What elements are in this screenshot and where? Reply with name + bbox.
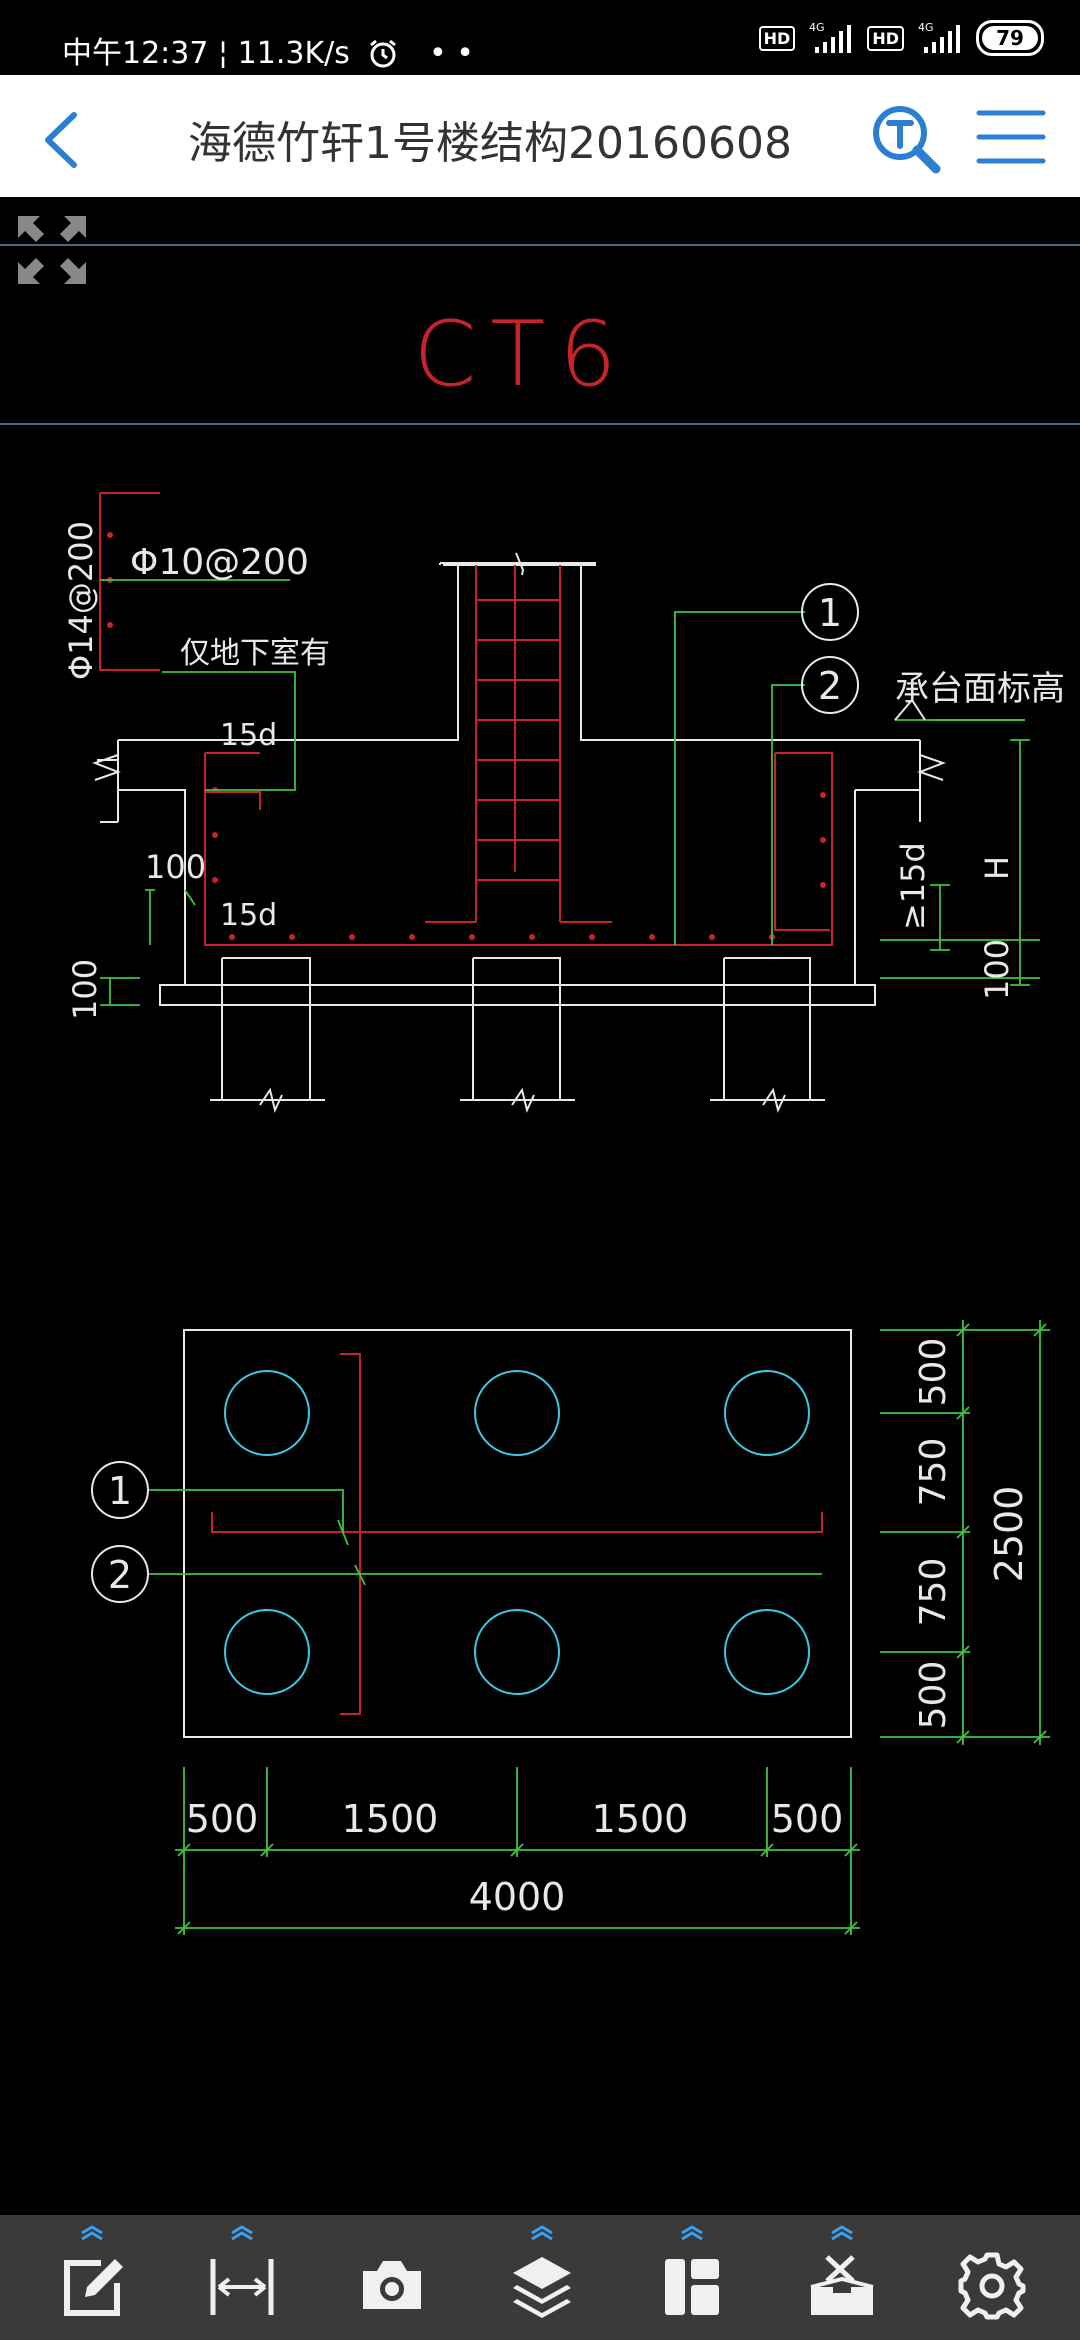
dim-total-x: 4000 <box>469 1875 566 1919</box>
status-bar: 中午12:37 ¦ 11.3K/s • • HD 4G HD 4G 79 <box>0 0 1080 75</box>
plan-callout-1: 1 <box>108 1469 132 1513</box>
svg-text:4G: 4G <box>918 21 934 34</box>
app-header: 海德竹轩1号楼结构20160608 <box>0 75 1080 197</box>
anchor-bottom-label: 15d <box>220 898 277 933</box>
status-left: 中午12:37 ¦ 11.3K/s • • <box>62 36 474 71</box>
battery-level: 79 <box>996 26 1024 50</box>
dim-bottom-1: 1500 <box>342 1797 439 1841</box>
callout-1: 1 <box>818 591 842 635</box>
measure-tool[interactable] <box>167 2215 317 2340</box>
dim-right-2: 750 <box>913 1558 954 1627</box>
callout-2: 2 <box>818 664 842 708</box>
signal-icon: 4G <box>809 21 852 53</box>
markup-tool[interactable] <box>17 2215 167 2340</box>
camera-icon <box>363 2261 421 2309</box>
settings-icon <box>958 2252 1026 2320</box>
text-search-icon[interactable] <box>870 103 942 175</box>
rebar-top-label: Φ10@200 <box>130 542 309 583</box>
expand-chevron-icon <box>231 2225 253 2241</box>
dim-right-1: 750 <box>913 1438 954 1507</box>
expand-chevron-icon <box>531 2225 553 2241</box>
expand-chevron-icon <box>831 2225 853 2241</box>
plan-view: 1 2 500 1500 1500 500 4000 500 750 750 5… <box>91 1320 1050 1935</box>
dim-100-left: 100 <box>145 848 206 886</box>
hd-badge-icon: HD <box>867 25 904 51</box>
more-dots-icon: • • <box>428 36 474 71</box>
camera-tool[interactable] <box>317 2215 467 2340</box>
dim-h-label: H <box>978 856 1016 880</box>
back-icon[interactable] <box>30 105 100 175</box>
settings-tool[interactable] <box>917 2215 1067 2340</box>
alarm-icon <box>370 39 397 68</box>
measure-icon <box>210 2259 274 2315</box>
dim-100-right: 100 <box>978 939 1016 1000</box>
dim-right-3: 500 <box>913 1661 954 1730</box>
dim-total-y: 2500 <box>987 1486 1031 1583</box>
plan-callout-2: 2 <box>108 1553 132 1597</box>
dim-bottom-3: 500 <box>771 1797 844 1841</box>
drawing-canvas[interactable]: CT6 <box>0 197 1080 2215</box>
dim-bottom-2: 1500 <box>592 1797 689 1841</box>
hd-badge-icon: HD <box>758 25 796 51</box>
menu-icon[interactable] <box>975 105 1047 169</box>
toolbox-icon <box>810 2255 874 2315</box>
dim-15d-label: ≥15d <box>894 842 932 930</box>
layers-icon <box>513 2257 571 2318</box>
anchor-top-label: 15d <box>220 718 277 753</box>
layers-tool[interactable] <box>467 2215 617 2340</box>
dim-100-bottom: 100 <box>66 959 104 1020</box>
page-title: 海德竹轩1号楼结构20160608 <box>188 118 792 169</box>
markup-icon <box>64 2259 123 2316</box>
expand-chevron-icon <box>681 2225 703 2241</box>
status-speed: 11.3K/s <box>237 36 350 71</box>
battery-icon: 79 <box>976 20 1044 56</box>
bottom-toolbar <box>0 2215 1080 2340</box>
signal-icon: 4G <box>918 21 960 53</box>
dim-bottom-0: 500 <box>186 1797 259 1841</box>
dim-right-0: 500 <box>913 1338 954 1407</box>
layout-tool[interactable] <box>617 2215 767 2340</box>
status-right: HD 4G HD 4G 79 <box>758 20 1044 56</box>
fullscreen-toggle-icon[interactable] <box>14 212 90 288</box>
expand-chevron-icon <box>81 2225 103 2241</box>
section-view: Φ14@200 Φ10@200 仅地下室有 15d 15d 100 100 承台… <box>62 492 1065 1113</box>
toolbox-tool[interactable] <box>767 2215 917 2340</box>
svg-text:4G: 4G <box>809 21 825 34</box>
rebar-side-label: Φ14@200 <box>62 521 100 680</box>
basement-note: 仅地下室有 <box>180 636 330 671</box>
layout-icon <box>665 2259 719 2315</box>
status-time: 中午12:37 <box>62 36 209 71</box>
cap-elevation-label: 承台面标高 <box>895 669 1065 709</box>
drawing-title: CT6 <box>413 302 630 407</box>
